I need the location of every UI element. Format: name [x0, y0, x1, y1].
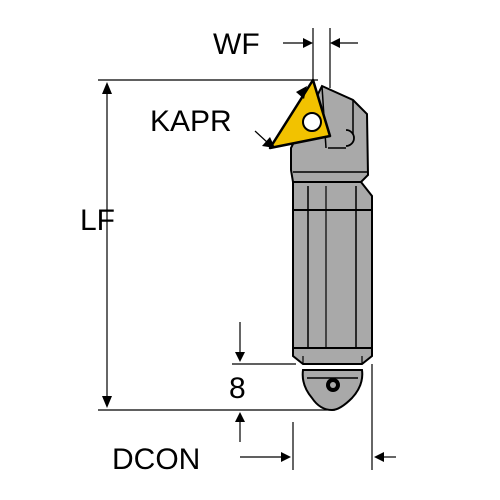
- triangular-insert-icon: [268, 78, 332, 150]
- dimension-lines: [98, 28, 396, 470]
- label-dcon: DCON: [112, 443, 200, 476]
- label-lf: LF: [80, 204, 115, 237]
- arrowheads: [102, 38, 384, 462]
- label-eight: 8: [229, 372, 246, 405]
- insert-hole: [302, 112, 322, 132]
- label-kapr: KAPR: [150, 105, 232, 138]
- tool-collar: [292, 347, 373, 365]
- tool-holder: [290, 84, 373, 412]
- label-wf: WF: [213, 28, 260, 61]
- tool-shank: [292, 209, 373, 349]
- clamp-screw-icon: [345, 129, 355, 147]
- tool-transition: [292, 181, 373, 211]
